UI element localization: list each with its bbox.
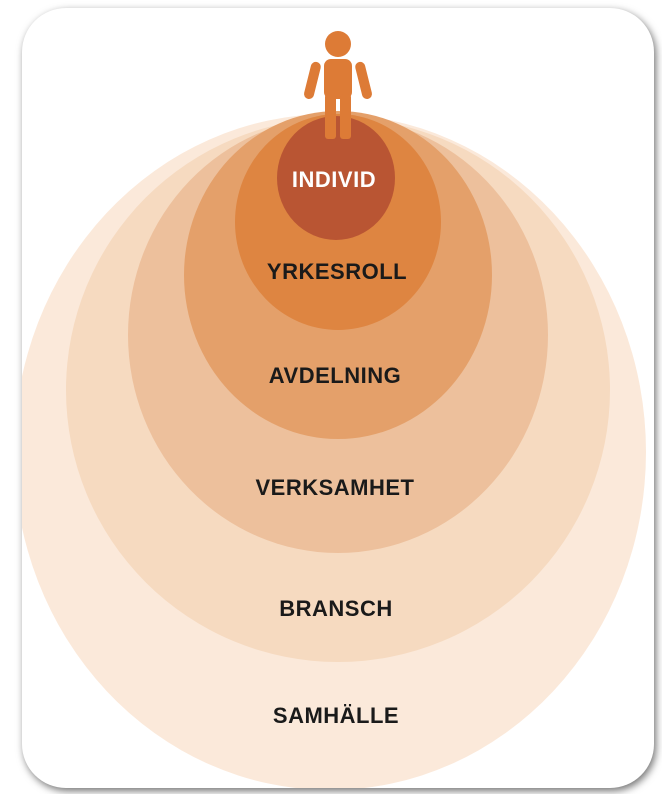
person-icon bbox=[304, 31, 372, 139]
label-yrkesroll: YRKESROLL bbox=[267, 259, 407, 284]
label-avdelning: AVDELNING bbox=[269, 363, 401, 388]
label-bransch: BRANSCH bbox=[279, 596, 393, 621]
label-verksamhet: VERKSAMHET bbox=[255, 475, 414, 500]
individ-ring bbox=[277, 116, 395, 240]
label-samhalle: SAMHÄLLE bbox=[273, 703, 399, 728]
label-individ: INDIVID bbox=[292, 167, 376, 192]
